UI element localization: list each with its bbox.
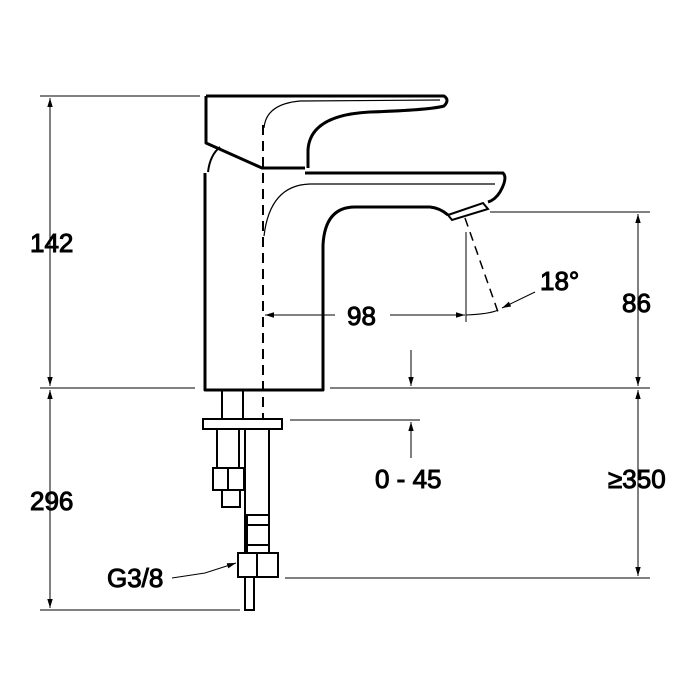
water-stream-line bbox=[464, 217, 499, 313]
dim-label-296: 296 bbox=[30, 486, 73, 516]
dimension-angle bbox=[465, 291, 536, 316]
dim-label-86: 86 bbox=[622, 288, 651, 318]
label-connection: G3/8 bbox=[107, 563, 163, 593]
extension-lines bbox=[40, 95, 650, 611]
dim-label-142: 142 bbox=[30, 228, 73, 258]
aerator bbox=[446, 201, 490, 222]
faucet-body bbox=[203, 94, 507, 392]
dim-label-deck: 0 - 45 bbox=[375, 464, 442, 494]
dim-label-98: 98 bbox=[347, 301, 376, 331]
mounting-hardware bbox=[202, 390, 283, 508]
dim-label-350: ≥350 bbox=[608, 464, 666, 494]
faucet-contour-lines bbox=[263, 99, 495, 237]
supply-hose bbox=[237, 429, 279, 611]
leader-g38 bbox=[171, 562, 237, 579]
dim-label-angle: 18° bbox=[540, 266, 579, 296]
